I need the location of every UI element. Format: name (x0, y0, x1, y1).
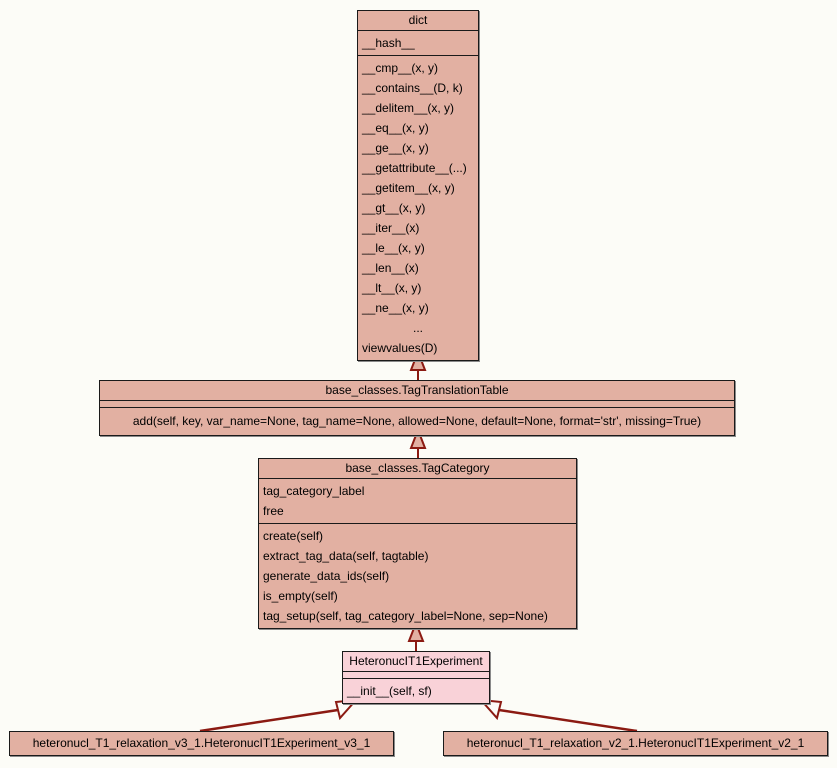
attribute-row: free (263, 504, 284, 518)
inheritance-v3-1-to-heteronuct1experiment (199, 698, 359, 733)
methods-compartment-tagcategory: create(self) extract_tag_data(self, tagt… (259, 524, 576, 628)
class-name-tagtranslationtable: base_classes.TagTranslationTable (100, 381, 734, 401)
method-row: is_empty(self) (263, 589, 338, 603)
attributes-compartment-tagcategory: tag_category_label free (259, 479, 576, 524)
methods-compartment-dict: __cmp__(x, y) __contains__(D, k) __delit… (358, 56, 478, 360)
attribute-row: __hash__ (362, 36, 415, 50)
method-row: __ne__(x, y) (362, 301, 429, 315)
method-row: __ge__(x, y) (362, 141, 429, 155)
class-box-heteronucl-v3-1[interactable]: heteronucl_T1_relaxation_v3_1.HeteronucI… (9, 731, 394, 756)
method-row: __gt__(x, y) (362, 201, 426, 215)
class-name-heteronucl-v3-1: heteronucl_T1_relaxation_v3_1.HeteronucI… (32, 736, 371, 750)
method-row: create(self) (263, 529, 324, 543)
method-row: __getitem__(x, y) (362, 181, 455, 195)
method-row: __contains__(D, k) (362, 81, 463, 95)
method-row: tag_setup(self, tag_category_label=None,… (263, 609, 548, 623)
method-row: __eq__(x, y) (362, 121, 429, 135)
class-name-heteronuct1experiment: HeteronucIT1Experiment (343, 652, 489, 672)
method-row: __cmp__(x, y) (362, 61, 439, 75)
class-box-dict[interactable]: dict __hash__ __cmp__(x, y) __contains__… (357, 10, 479, 361)
attributes-compartment-tagtranslationtable (100, 401, 734, 408)
method-row: add(self, key, var_name=None, tag_name=N… (132, 414, 702, 428)
method-row: __getattribute__(...) (362, 161, 467, 175)
class-name-tagcategory: base_classes.TagCategory (259, 459, 576, 479)
class-box-tagcategory[interactable]: base_classes.TagCategory tag_category_la… (258, 458, 577, 629)
class-name-dict: dict (358, 11, 478, 31)
methods-compartment-heteronuct1experiment: __init__(self, sf) (343, 679, 489, 703)
class-box-heteronuct1experiment[interactable]: HeteronucIT1Experiment __init__(self, sf… (342, 651, 490, 704)
attributes-compartment-heteronuct1experiment (343, 672, 489, 679)
methods-compartment-tagtranslationtable: add(self, key, var_name=None, tag_name=N… (100, 408, 734, 435)
attributes-compartment-dict: __hash__ (358, 31, 478, 56)
attribute-row: tag_category_label (263, 484, 365, 498)
inheritance-v2-1-to-heteronuct1experiment (478, 698, 638, 733)
method-row: extract_tag_data(self, tagtable) (263, 549, 429, 563)
method-row: viewvalues(D) (362, 341, 438, 355)
method-row: generate_data_ids(self) (263, 569, 390, 583)
class-name-heteronucl-v2-1: heteronucl_T1_relaxation_v2_1.HeteronucI… (466, 736, 805, 750)
method-row-ellipsis: ... (412, 321, 423, 335)
method-row: __delitem__(x, y) (362, 101, 455, 115)
class-box-heteronucl-v2-1[interactable]: heteronucl_T1_relaxation_v2_1.HeteronucI… (443, 731, 828, 756)
method-row: __lt__(x, y) (362, 281, 422, 295)
method-row: __init__(self, sf) (347, 684, 432, 698)
method-row: __len__(x) (362, 261, 419, 275)
method-row: __le__(x, y) (362, 241, 425, 255)
class-box-tagtranslationtable[interactable]: base_classes.TagTranslationTable add(sel… (99, 380, 735, 436)
method-row: __iter__(x) (362, 221, 420, 235)
